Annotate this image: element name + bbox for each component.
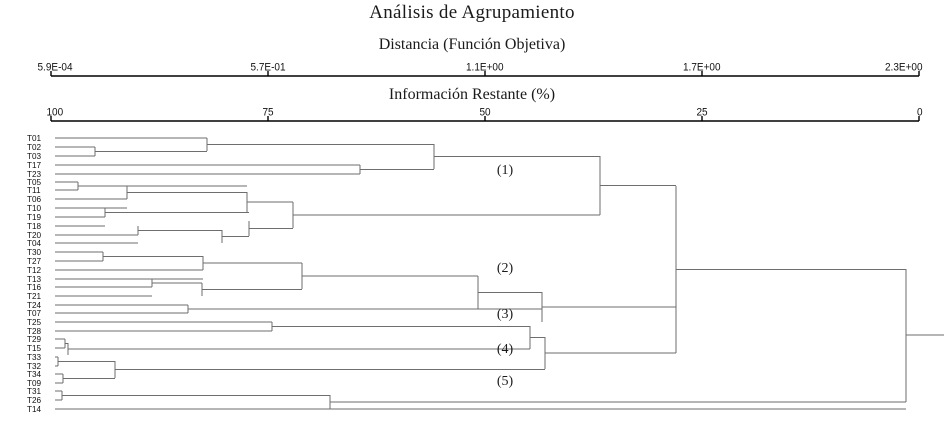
axis-bottom-tick-label: 75 <box>262 106 274 119</box>
leaf-label-t32: T32 <box>27 362 42 371</box>
leaf-label-t03: T03 <box>27 152 42 161</box>
leaf-label-t11: T11 <box>27 186 41 195</box>
leaf-label-t28: T28 <box>27 327 42 336</box>
cluster-label-5: (5) <box>497 374 514 389</box>
leaf-label-t24: T24 <box>27 301 42 310</box>
axis-bottom-tick-label: 25 <box>696 106 708 119</box>
cluster-label-1: (1) <box>497 163 514 178</box>
cluster-label-3: (3) <box>497 307 514 322</box>
leaf-label-t12: T12 <box>27 266 42 275</box>
leaf-label-t17: T17 <box>27 161 42 170</box>
axis-bottom-tick-label: 50 <box>479 106 491 119</box>
leaf-label-t21: T21 <box>27 292 42 301</box>
leaf-label-t06: T06 <box>27 195 42 204</box>
leaf-label-t26: T26 <box>27 396 42 405</box>
leaf-label-t14: T14 <box>27 405 42 414</box>
leaf-label-t34: T34 <box>27 370 42 379</box>
leaf-label-t30: T30 <box>27 248 42 257</box>
leaf-label-t04: T04 <box>27 239 42 248</box>
axis-bottom-tick-label: 100 <box>46 106 64 119</box>
leaf-label-t15: T15 <box>27 344 42 353</box>
leaf-label-t02: T02 <box>27 143 42 152</box>
cluster-label-4: (4) <box>497 342 514 357</box>
leaf-label-t20: T20 <box>27 231 42 240</box>
axis-top-tick-label: 1.1E+00 <box>466 61 504 74</box>
axis-top-tick-label: 5.7E-01 <box>250 61 286 74</box>
page-title: Análisis de Agrupamiento <box>369 2 575 23</box>
leaf-label-t19: T19 <box>27 213 42 222</box>
leaf-label-t31: T31 <box>27 387 42 396</box>
leaf-label-t25: T25 <box>27 318 42 327</box>
leaf-labels: T01T02T03T17T23T05T11T06T10T19T18T20T04T… <box>27 134 42 414</box>
axis-top-title: Distancia (Función Objetiva) <box>378 36 566 53</box>
cluster-number-labels: (1) (2) (3) (4) (5) <box>497 163 514 389</box>
axis-top-tick-label: 2.3E+00 <box>885 61 923 74</box>
axis-top-tick-label: 5.9E-04 <box>37 61 73 74</box>
leaf-label-t10: T10 <box>27 204 42 213</box>
leaf-label-t29: T29 <box>27 335 42 344</box>
leaf-label-t27: T27 <box>27 257 42 266</box>
leaf-label-t23: T23 <box>27 170 42 179</box>
leaf-label-t01: T01 <box>27 134 42 143</box>
leaf-label-t33: T33 <box>27 353 42 362</box>
leaf-label-t05: T05 <box>27 178 42 187</box>
cluster-label-2: (2) <box>497 261 514 276</box>
leaf-label-t16: T16 <box>27 283 42 292</box>
leaf-label-t09: T09 <box>27 379 42 388</box>
leaf-label-t07: T07 <box>27 309 42 318</box>
axis-top-tick-label: 1.7E+00 <box>683 61 721 74</box>
axis-bottom-title: Información Restante (%) <box>388 86 556 103</box>
dendrogram-tree <box>55 137 944 410</box>
leaf-label-t18: T18 <box>27 222 42 231</box>
leaf-label-t13: T13 <box>27 275 42 284</box>
axis-bottom-tick-label: 0 <box>917 106 923 119</box>
axes-group <box>50 71 920 122</box>
